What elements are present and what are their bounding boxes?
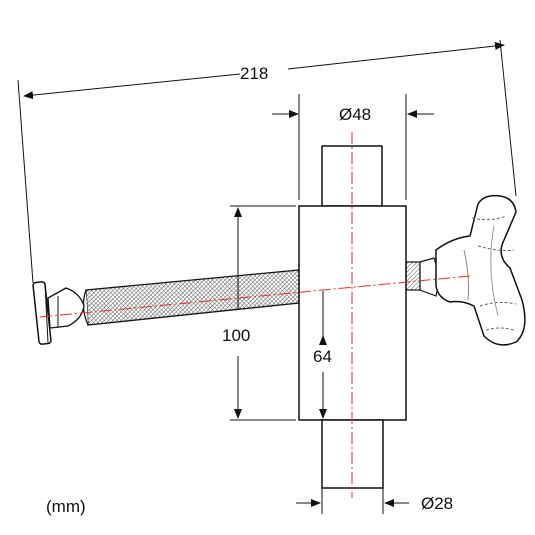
overall-length-label: 218 [240, 64, 268, 83]
extension-line-right [499, 39, 517, 197]
axis-offset-dimension: 64 [313, 291, 332, 419]
axis-offset-label: 64 [313, 347, 332, 366]
threaded-shaft [82, 269, 300, 326]
shaft-centerline [39, 275, 471, 318]
overall-length-dimension: 218 [17, 39, 517, 284]
dimension-line-left [23, 73, 241, 100]
body-diameter-dimension: Ø48 [272, 94, 434, 200]
body-height-label: 100 [222, 326, 250, 345]
right-thread-stub [405, 257, 441, 297]
swivel-pad [32, 281, 85, 345]
spigot-diameter-label: Ø28 [421, 494, 453, 513]
spigot-diameter-dimension: Ø28 [296, 488, 453, 514]
body-height-dimension: 100 [222, 205, 296, 421]
units-label: (mm) [46, 497, 86, 516]
body-diameter-label: Ø48 [339, 105, 371, 124]
extension-line-left [17, 79, 34, 284]
dimension-line-right [287, 42, 505, 70]
wing-knob [435, 194, 526, 346]
